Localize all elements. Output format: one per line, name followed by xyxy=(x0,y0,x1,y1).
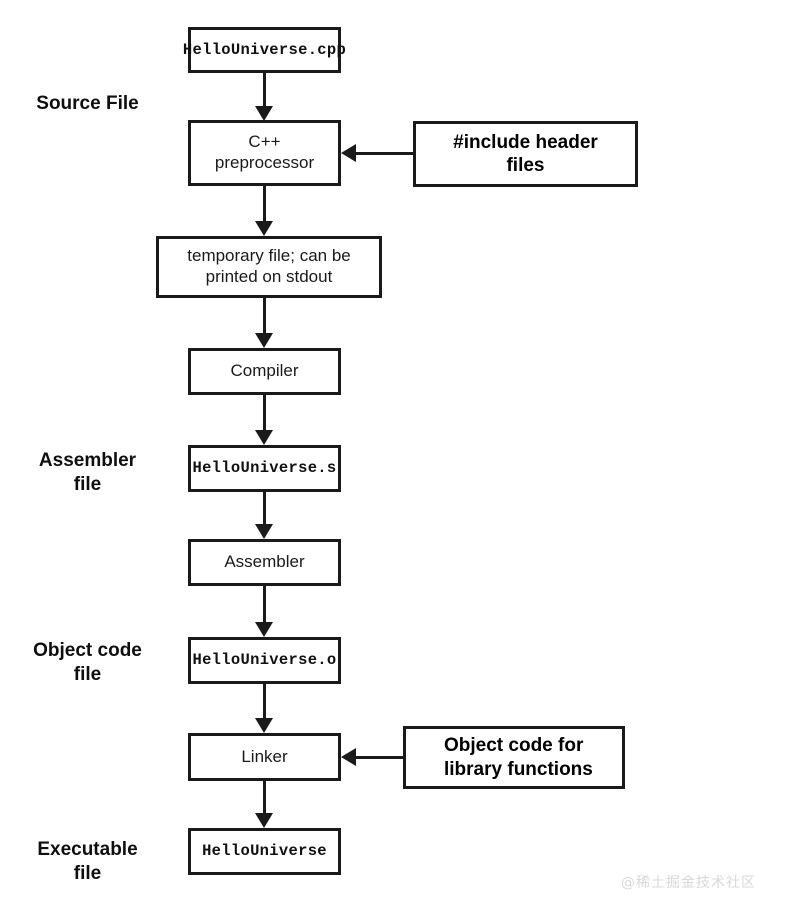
stage-label-assembler-file: Assembler file xyxy=(38,450,137,496)
stage-label-executable-file: Executable file xyxy=(37,839,138,885)
edge-preprocessor-to-temporary-line xyxy=(263,186,266,224)
stage-label-source-file: Source File xyxy=(36,93,139,114)
node-compiler: Compiler xyxy=(188,348,341,395)
node-hellouniverse-s: HelloUniverse.s xyxy=(188,445,341,492)
stage-label-object-code-file: Object code file xyxy=(33,640,142,686)
edge-linker-to-hellouniverse-line xyxy=(263,781,266,813)
edge-hellouniverse-o-to-linker-line xyxy=(263,684,266,718)
site-watermark: @稀土掘金技术社区 xyxy=(621,875,756,891)
edge-compiler-to-hellouniverse-s-line xyxy=(263,395,266,430)
node-object-code-library: Object code for library functions xyxy=(403,726,625,789)
edge-temporary-to-compiler-line xyxy=(263,298,266,335)
node-hellouniverse-o: HelloUniverse.o xyxy=(188,637,341,684)
node-assembler: Assembler xyxy=(188,539,341,586)
node-cpp-preprocessor: C++ preprocessor xyxy=(188,120,341,186)
edge-cpp-to-preprocessor-arrowhead xyxy=(255,106,273,121)
edge-compiler-to-hellouniverse-s-arrowhead xyxy=(255,430,273,445)
edge-hellouniverse-s-to-assembler-arrowhead xyxy=(255,524,273,539)
edge-cpp-to-preprocessor-line xyxy=(263,73,266,110)
edge-include-to-preprocessor-arrowhead xyxy=(341,144,356,162)
node-include-header-files: #include header files xyxy=(413,121,638,187)
node-temporary-file: temporary file; can be printed on stdout xyxy=(156,236,382,298)
edge-temporary-to-compiler-arrowhead xyxy=(255,333,273,348)
edge-assembler-to-hellouniverse-o-arrowhead xyxy=(255,622,273,637)
edge-library-to-linker-arrowhead xyxy=(341,748,356,766)
edge-linker-to-hellouniverse-arrowhead xyxy=(255,813,273,828)
node-hellouniverse: HelloUniverse xyxy=(188,828,341,875)
edge-hellouniverse-s-to-assembler-line xyxy=(263,492,266,524)
edge-library-to-linker-line xyxy=(356,756,403,759)
edge-preprocessor-to-temporary-arrowhead xyxy=(255,221,273,236)
node-hellouniverse-cpp: HelloUniverse.cpp xyxy=(183,27,346,73)
edge-hellouniverse-o-to-linker-arrowhead xyxy=(255,718,273,733)
edge-assembler-to-hellouniverse-o-line xyxy=(263,586,266,622)
node-linker: Linker xyxy=(188,733,341,781)
edge-include-to-preprocessor-line xyxy=(356,152,413,155)
